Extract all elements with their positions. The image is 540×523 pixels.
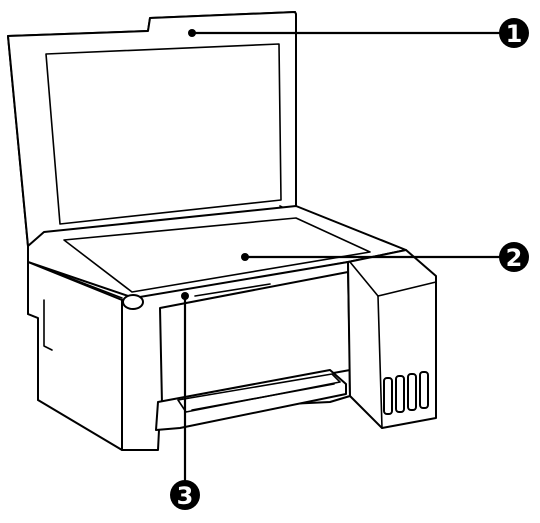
ink-tank-3 [407, 373, 417, 411]
ink-tank-1 [383, 377, 393, 415]
power-button [122, 294, 144, 310]
callout-3-badge [170, 480, 200, 510]
ink-tank-2 [395, 375, 405, 413]
callout-2-badge [499, 242, 529, 272]
callout-1-number: 1 [506, 20, 523, 48]
callout-3: 3 [170, 292, 200, 510]
ink-tank-4 [419, 371, 429, 409]
callout-2-number: 2 [506, 244, 523, 272]
callout-1-badge [499, 18, 529, 48]
callout-1: 1 [188, 18, 529, 48]
callout-2: 2 [241, 242, 529, 272]
callout-3-number: 3 [177, 482, 194, 510]
output-tray [155, 369, 347, 431]
document-cover [7, 11, 297, 247]
ink-tank-unit [347, 249, 437, 429]
